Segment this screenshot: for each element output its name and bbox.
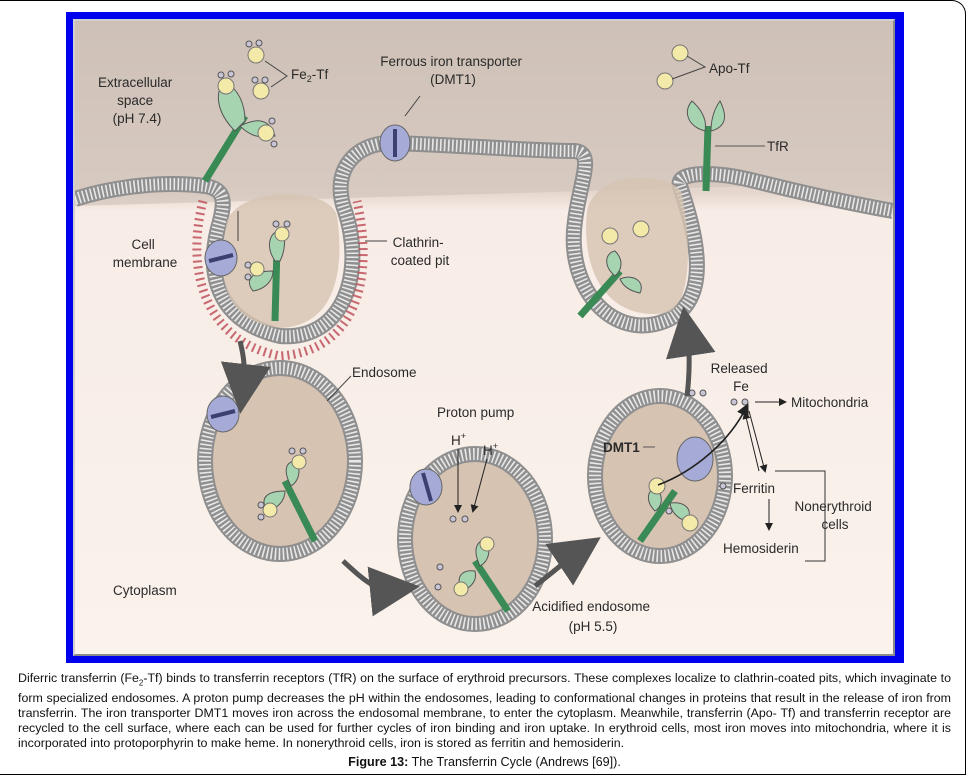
cycle-arrows (220, 306, 716, 617)
transferrin-receptor-bound (202, 70, 278, 183)
dmt1-transporter-pit (204, 239, 238, 277)
figure-frame: Extracellular space (pH 7.4) Fe2-Tf Ferr… (66, 12, 904, 663)
apo-transferrin (656, 44, 707, 90)
label-apo-tf: Apo-Tf (709, 61, 750, 76)
caption-text-start: Diferric transferrin (Fe (18, 671, 139, 685)
caption-text-rest: -Tf) binds to transferrin receptors (TfR… (18, 671, 951, 751)
transferrin-receptor-pit (244, 220, 291, 322)
free-diferric-transferrin (245, 39, 288, 100)
label-dmt1-transporter: Ferrous iron transporter (DMT1) (380, 54, 526, 87)
caption-subscript: 2 (138, 678, 144, 688)
dmt1-leader (404, 95, 421, 117)
label-nonerythroid-cells: Nonerythroid cells (794, 499, 875, 532)
acidified-endosome (587, 388, 749, 564)
recycling-vesicle-content (577, 220, 650, 319)
proton-pump-endosome (397, 446, 553, 632)
label-mitochondria: Mitochondria (791, 395, 869, 410)
clathrin-pit-interior (222, 194, 340, 328)
iron-fate-pathways (730, 398, 826, 562)
label-clathrin-pit: Clathrin- coated pit (391, 235, 450, 268)
transferrin-cycle-diagram: Extracellular space (pH 7.4) Fe2-Tf Ferr… (73, 19, 895, 656)
endosome (197, 360, 363, 562)
label-released-fe: Released Fe (711, 361, 772, 394)
label-endosome: Endosome (352, 365, 417, 380)
endosome-leader (326, 375, 352, 402)
label-ferritin: Ferritin (733, 481, 775, 496)
label-cell-membrane: Cell membrane (113, 237, 178, 270)
label-extracellular: Extracellular space (pH 7.4) (98, 75, 176, 126)
diagram-canvas: Extracellular space (pH 7.4) Fe2-Tf Ferr… (75, 21, 893, 654)
label-dmt1: DMT1 (603, 440, 640, 455)
clathrin-coat (192, 199, 368, 361)
figure-number: Figure 13: (348, 755, 409, 769)
cell-membrane (75, 134, 893, 345)
transferrin-receptor-free (686, 100, 765, 192)
figure-title: Figure 13: The Transferrin Cycle (Andrew… (0, 755, 969, 769)
figure-caption: Diferric transferrin (Fe2-Tf) binds to t… (18, 671, 951, 751)
label-fe2-tf: Fe2-Tf (291, 67, 329, 84)
label-h-plus-1: H+ (451, 431, 466, 448)
dmt1-transporter-surface (379, 124, 411, 162)
label-acidified-endosome: Acidified endosome (pH 5.5) (532, 599, 654, 634)
label-cytoplasm: Cytoplasm (113, 583, 177, 598)
figure-title-text: The Transferrin Cycle (Andrews [69]). (408, 755, 621, 769)
label-tfr: TfR (767, 139, 789, 154)
label-h-plus-2: H+ (483, 441, 498, 458)
label-proton-pump: Proton pump (437, 405, 514, 420)
label-hemosiderin: Hemosiderin (723, 541, 799, 556)
